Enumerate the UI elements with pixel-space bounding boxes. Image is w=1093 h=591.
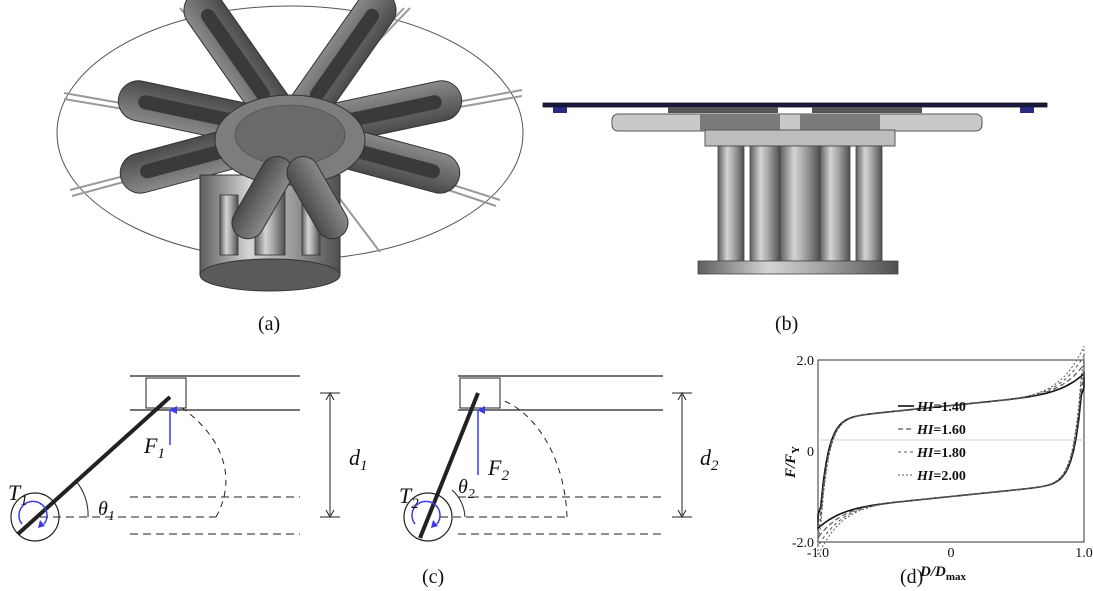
support-columns	[717, 145, 883, 262]
panel-label-a: (a)	[258, 313, 280, 335]
distance-label-1: d	[349, 445, 361, 470]
y-tick-label: -2.0	[792, 536, 814, 551]
y-tick-label: 2.0	[797, 354, 815, 369]
angle-label-1: θ	[98, 498, 108, 520]
arm-layer	[611, 113, 983, 132]
pivot-circle-1	[10, 492, 60, 542]
x-tick-label: -1.0	[807, 546, 829, 561]
series-curve-3	[817, 346, 1085, 556]
panel-label-c: (c)	[422, 566, 444, 588]
svg-text:d1: d1	[349, 445, 368, 474]
y-axis-label: F/FY	[783, 446, 802, 479]
legend-entry: HI=1.80	[916, 446, 966, 461]
base-plate	[697, 260, 899, 275]
pivot-circle-2	[403, 492, 453, 542]
x-axis-label: D/Dmax	[919, 564, 967, 583]
panel-label-d: (d)	[900, 566, 923, 588]
panel-b-side-view	[542, 102, 1048, 275]
x-tick-label: 0	[948, 546, 955, 561]
torque-arrow-1	[18, 500, 48, 525]
svg-text:θ2: θ2	[458, 476, 475, 502]
torque-label-2: T	[399, 483, 413, 508]
torque-arrow-2	[411, 500, 441, 525]
legend-entry: HI=1.40	[916, 400, 966, 415]
plot-frame	[817, 359, 1085, 543]
slider-block-2	[459, 377, 501, 409]
top-plate	[542, 102, 1048, 108]
crank-arm-2	[418, 392, 480, 539]
panel-c-labels-1: T1 θ1 F1 d1	[8, 433, 368, 524]
svg-text:F1: F1	[143, 433, 165, 462]
torque-label-1: T	[8, 480, 22, 505]
svg-text:F2: F2	[487, 455, 509, 484]
force-label-2: F	[487, 455, 502, 480]
distance-label-2: d	[700, 445, 712, 470]
hysteresis-curves	[817, 346, 1085, 556]
y-tick-label: 0	[807, 445, 814, 460]
legend-entry: HI=2.00	[916, 469, 966, 484]
x-tick-label: 1.0	[1075, 546, 1093, 561]
svg-text:T1: T1	[8, 480, 28, 509]
lower-arms	[231, 156, 349, 240]
panel-c-labels-2: T2 θ2 F2 d2	[399, 445, 719, 512]
svg-text:θ1: θ1	[98, 498, 115, 524]
angle-label-2: θ	[458, 476, 468, 498]
svg-text:T2: T2	[399, 483, 419, 512]
panel-c-diagram-2	[403, 375, 692, 542]
panel-a-mechanism-render	[56, 0, 524, 292]
svg-text:d2: d2	[700, 445, 719, 474]
legend-entry: HI=1.60	[916, 423, 966, 438]
panel-label-b: (b)	[775, 313, 798, 335]
slider-block-1	[145, 377, 187, 409]
axis-ticks: -1.0 0 1.0 2.0 0 -2.0	[792, 354, 1093, 561]
crank-arm-1	[16, 395, 172, 536]
force-label-1: F	[143, 433, 158, 458]
panel-c-diagram-1	[10, 375, 340, 542]
